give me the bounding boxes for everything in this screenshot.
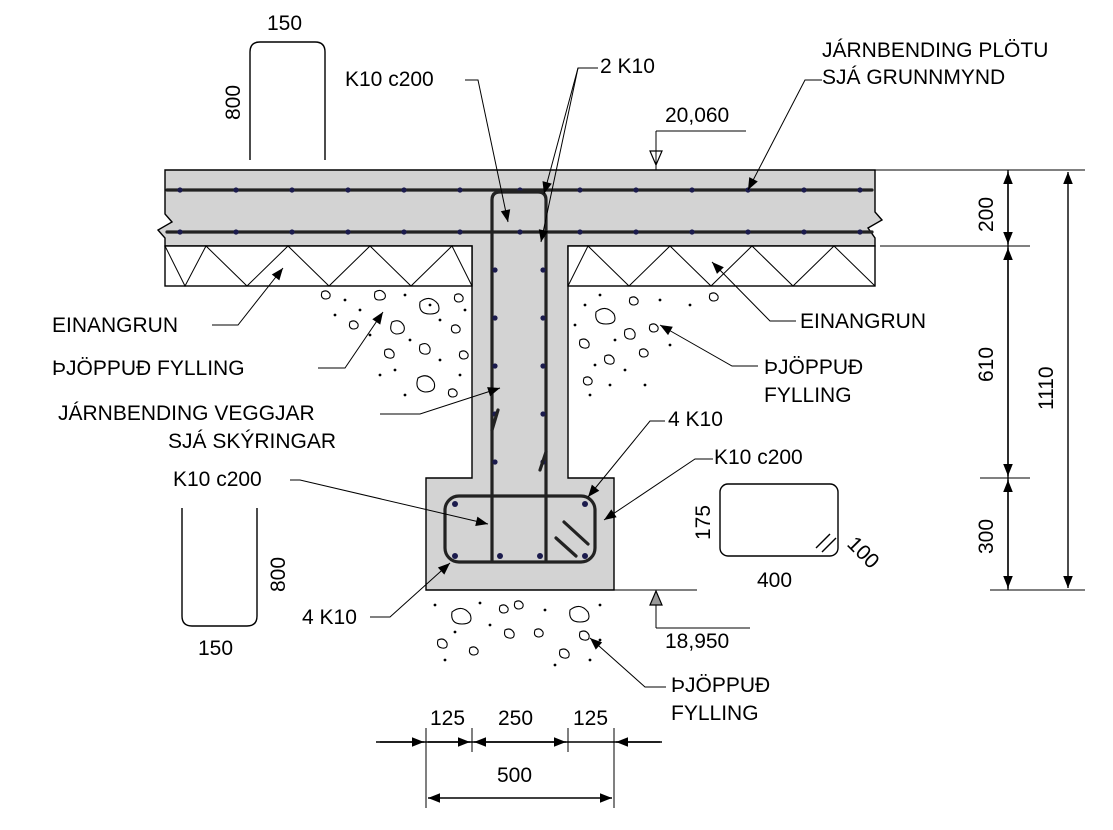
bottom-hook-height: 800 bbox=[267, 557, 290, 592]
dim-total: 1110 bbox=[1035, 366, 1058, 410]
label-four-k10-upper: 4 K10 bbox=[668, 408, 723, 431]
dim-bottom-left: 125 bbox=[430, 707, 465, 730]
dim-slab: 200 bbox=[975, 197, 998, 232]
label-wall-rebar-1: JÁRNBENDING VEGGJAR bbox=[58, 402, 315, 425]
dim-wall: 610 bbox=[975, 347, 998, 382]
label-fill-bottom-2: FYLLING bbox=[671, 702, 759, 725]
label-k10c200-stirrup: K10 c200 bbox=[714, 446, 803, 469]
label-fill-right-2: FYLLING bbox=[764, 384, 852, 407]
leaders bbox=[212, 67, 822, 688]
slab-rebar bbox=[165, 187, 874, 235]
dim-bottom-total: 500 bbox=[497, 764, 532, 787]
top-hook-height: 800 bbox=[222, 85, 245, 120]
top-hook-width: 150 bbox=[267, 12, 302, 35]
insulation-right bbox=[567, 245, 876, 287]
stirrup-height: 175 bbox=[692, 505, 715, 540]
level-marker-top: 20,060 bbox=[649, 104, 746, 170]
stirrup-detail: 400 175 100 bbox=[692, 483, 884, 592]
label-einangrun-right: EINANGRUN bbox=[800, 310, 926, 333]
bottom-hook-detail: 150 800 bbox=[181, 508, 290, 660]
insulation-left bbox=[164, 245, 473, 288]
dim-footing: 300 bbox=[975, 519, 998, 554]
label-einangrun-left: EINANGRUN bbox=[52, 314, 178, 337]
wall-rebar bbox=[490, 190, 548, 562]
label-k10c200-top: K10 c200 bbox=[345, 68, 434, 91]
label-k10c200-left: K10 c200 bbox=[173, 468, 262, 491]
label-wall-rebar-2: SJÁ SKÝRINGAR bbox=[168, 430, 336, 453]
fill-texture-bottom bbox=[433, 600, 602, 667]
level-bottom-value: 18,950 bbox=[665, 630, 729, 653]
bottom-hook-width: 150 bbox=[198, 637, 233, 660]
footing-rebar bbox=[443, 494, 597, 564]
label-fill-bottom-1: ÞJÖPPUÐ bbox=[671, 674, 770, 697]
dimension-chain-right: 200 610 300 1110 bbox=[868, 169, 1085, 591]
stirrup-width: 400 bbox=[757, 569, 792, 592]
label-fill-right-1: ÞJÖPPUÐ bbox=[764, 356, 863, 379]
label-slab-rebar-1: JÁRNBENDING PLÖTU bbox=[822, 39, 1048, 62]
label-two-k10: 2 K10 bbox=[600, 55, 655, 78]
fill-texture-left bbox=[320, 289, 469, 398]
label-slab-rebar-2: SJÁ GRUNNMYND bbox=[822, 66, 1005, 89]
dim-bottom-right: 125 bbox=[573, 707, 608, 730]
fill-texture-right bbox=[573, 292, 719, 397]
dim-bottom-middle: 250 bbox=[498, 707, 533, 730]
level-marker-bottom: 18,950 bbox=[614, 589, 750, 653]
top-hook-detail: 150 800 bbox=[222, 12, 326, 160]
dimension-chain-bottom: 125 250 125 500 bbox=[376, 707, 662, 808]
label-fill-left: ÞJÖPPUÐ FYLLING bbox=[52, 357, 245, 380]
level-top-value: 20,060 bbox=[665, 104, 729, 127]
labels: JÁRNBENDING PLÖTU SJÁ GRUNNMYND K10 c200… bbox=[52, 39, 1048, 725]
stirrup-hook: 100 bbox=[842, 532, 883, 573]
label-four-k10-lower: 4 K10 bbox=[302, 606, 357, 629]
